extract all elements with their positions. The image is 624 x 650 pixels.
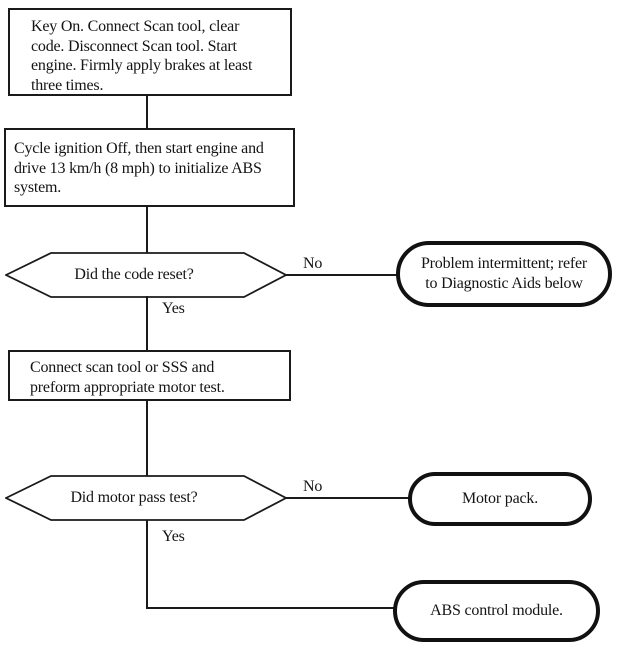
process-connect-scan-tool: Connect scan tool or SSS and preform app…	[8, 350, 291, 401]
terminal-problem-intermittent: Problem intermittent; refer to Diagnosti…	[396, 241, 612, 307]
decision-did-code-reset: Did the code reset?	[5, 252, 287, 298]
terminal-abs-control-module: ABS control module.	[393, 580, 600, 642]
decision-text: Did the code reset?	[74, 266, 194, 283]
terminal-text-line: to Diagnostic Aids below	[425, 275, 583, 292]
process-text-line: code. Disconnect Scan tool. Start	[31, 37, 237, 55]
edge-label-no: No	[303, 478, 323, 495]
process-text-line: drive 13 km/h (8 mph) to initialize ABS	[14, 159, 262, 177]
process-cycle-ignition: Cycle ignition Off, then start engine an…	[4, 128, 295, 207]
connector-decision1-no	[286, 274, 397, 276]
connector-step1-step2	[146, 95, 148, 129]
process-text-line: system.	[14, 179, 62, 196]
connector-decision1-yes	[146, 296, 148, 351]
connector-elbow-terminal3	[146, 607, 395, 609]
process-text-line: three times.	[31, 76, 104, 94]
edge-label-yes: Yes	[162, 300, 185, 317]
edge-label-yes: Yes	[162, 528, 185, 545]
process-text-line: Connect scan tool or SSS and	[30, 359, 215, 376]
terminal-text-line: Motor pack.	[461, 490, 538, 507]
process-key-on-clear-code: Key On. Connect Scan tool, clear code. D…	[8, 8, 292, 96]
connector-step3-decision2	[146, 400, 148, 476]
decision-text: Did motor pass test?	[70, 489, 198, 506]
process-text-line: Cycle ignition Off, then start engine an…	[14, 140, 264, 157]
terminal-text-line: Problem intermittent; refer	[420, 255, 588, 272]
terminal-text-line: ABS control module.	[430, 602, 563, 619]
connector-step2-decision1	[146, 206, 148, 253]
edge-label-no: No	[303, 255, 323, 272]
process-text-line: preform appropriate motor test.	[30, 378, 225, 396]
connector-decision2-yes	[146, 520, 148, 609]
process-text-line: engine. Firmly apply brakes at least	[31, 57, 253, 74]
process-text-line: Key On. Connect Scan tool, clear	[31, 18, 240, 35]
decision-did-motor-pass: Did motor pass test?	[5, 475, 287, 521]
terminal-motor-pack: Motor pack.	[408, 472, 592, 526]
connector-decision2-no	[286, 497, 409, 499]
